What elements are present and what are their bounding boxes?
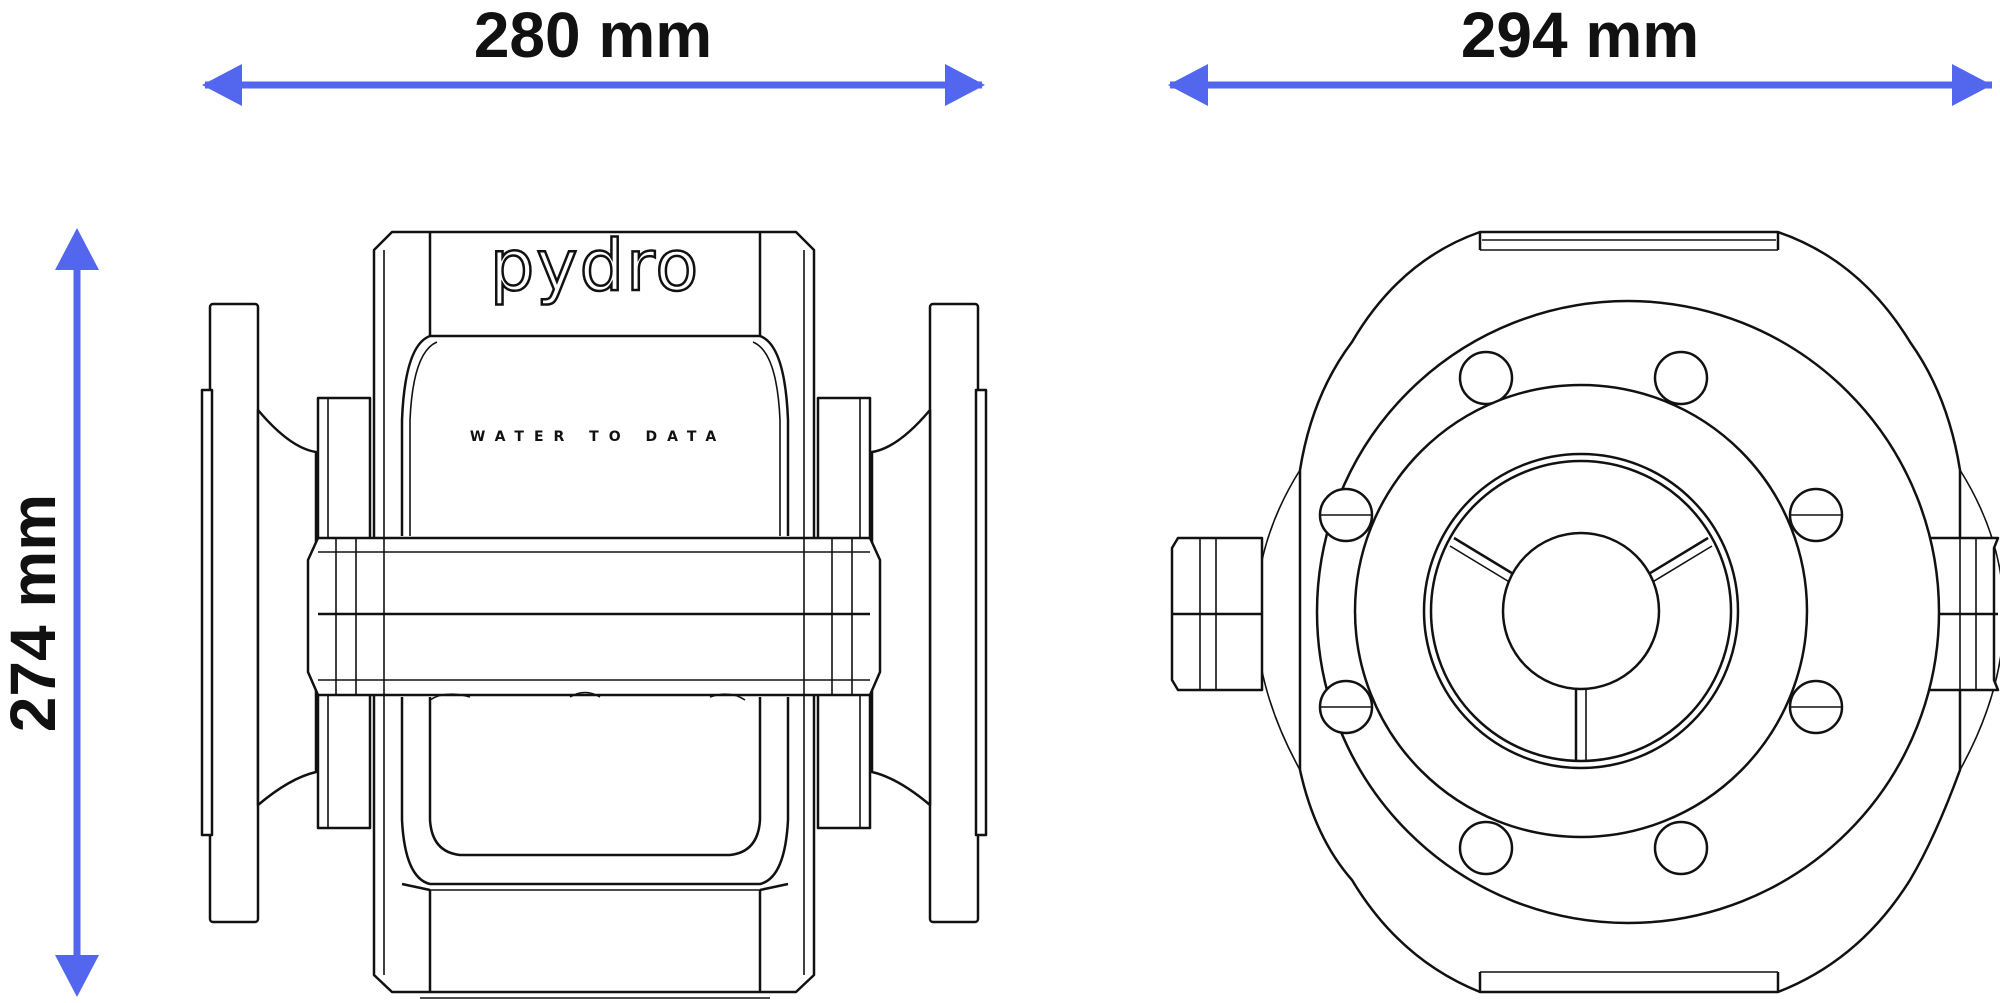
side-view [200,230,988,999]
front-width-label: 294 mm [1461,0,1699,71]
width-arrow-front [1168,64,1992,106]
width-arrow-side [202,64,985,106]
height-arrow [55,228,99,997]
brand-logo: pydro [490,225,700,307]
tagline: WATER TO DATA [470,429,726,445]
front-view [1170,230,2000,994]
side-width-label: 280 mm [474,0,712,71]
height-label: 274 mm [0,494,69,732]
